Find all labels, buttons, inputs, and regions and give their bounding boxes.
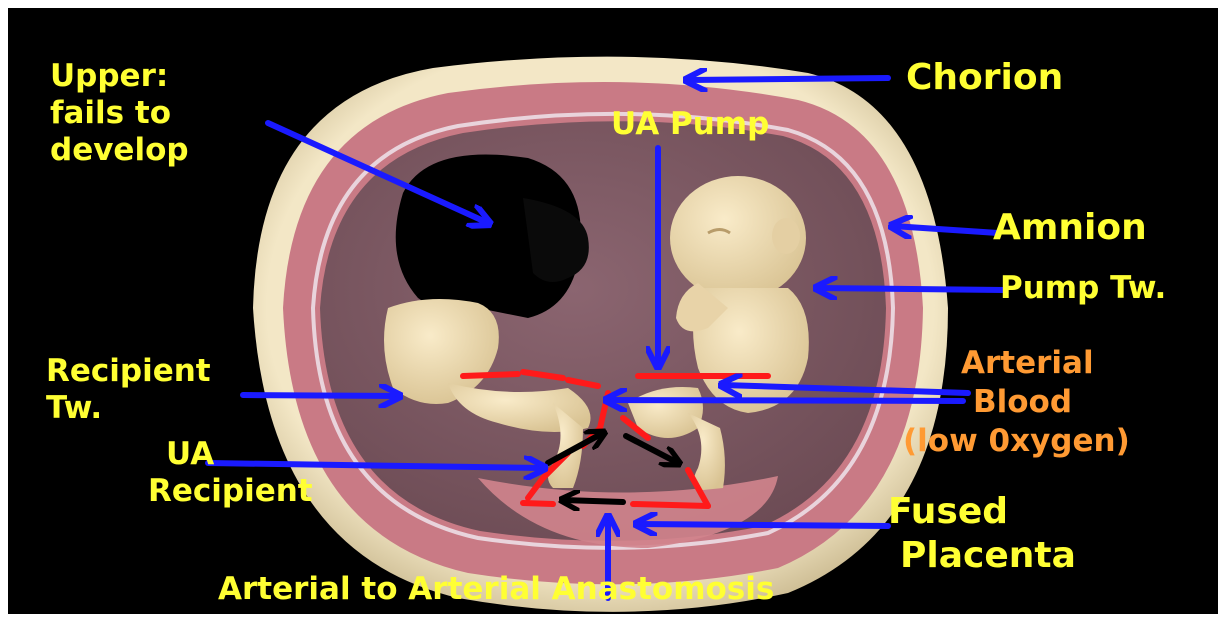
label-amnion: Amnion: [993, 206, 1147, 249]
label-anastomosis: Arterial to Arterial Anastomosis: [218, 571, 774, 608]
label-ua-pump: UA Pump: [611, 106, 769, 143]
diagram-slide: Upper: fails to develop Chorion UA Pump …: [8, 8, 1218, 614]
label-recipient-twin: Recipient Tw.: [46, 353, 211, 427]
label-chorion: Chorion: [906, 56, 1063, 99]
label-fused-placenta: Fused Placenta: [888, 490, 1076, 578]
label-ua-recipient: UA Recipient: [148, 436, 313, 510]
label-pump-twin: Pump Tw.: [1000, 270, 1166, 307]
label-arterial-blood: Arterial Blood (low 0xygen): [903, 344, 1130, 460]
label-upper-fails-to-develop: Upper: fails to develop: [50, 58, 189, 170]
